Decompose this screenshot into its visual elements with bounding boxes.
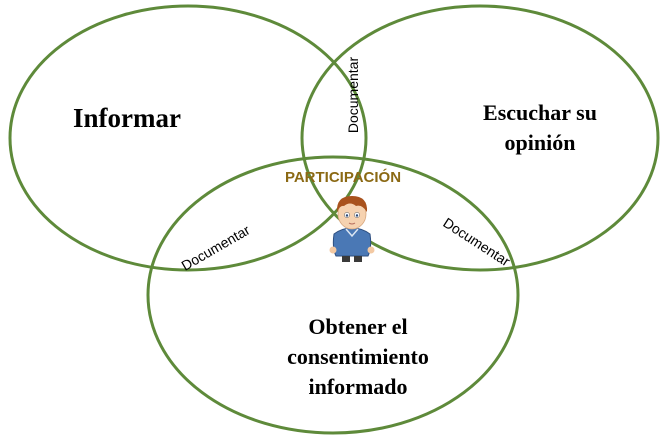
child-avatar-icon [329,196,375,262]
region-label-obtener-2: consentimiento [287,344,429,369]
circle-obtener [146,155,520,435]
region-label-obtener-3: informado [309,374,408,399]
overlap-label-top: Documentar [345,57,361,134]
region-label-escuchar-1: Escuchar su [483,100,597,125]
region-label-escuchar-2: opinión [505,130,576,155]
region-label-obtener-1: Obtener el [308,314,407,339]
overlap-label-left: Documentar [178,222,252,274]
center-label: PARTICIPACIÓN [285,168,401,186]
circle-informar [8,4,368,272]
circle-escuchar [300,4,660,272]
region-label-informar: Informar [73,103,181,133]
